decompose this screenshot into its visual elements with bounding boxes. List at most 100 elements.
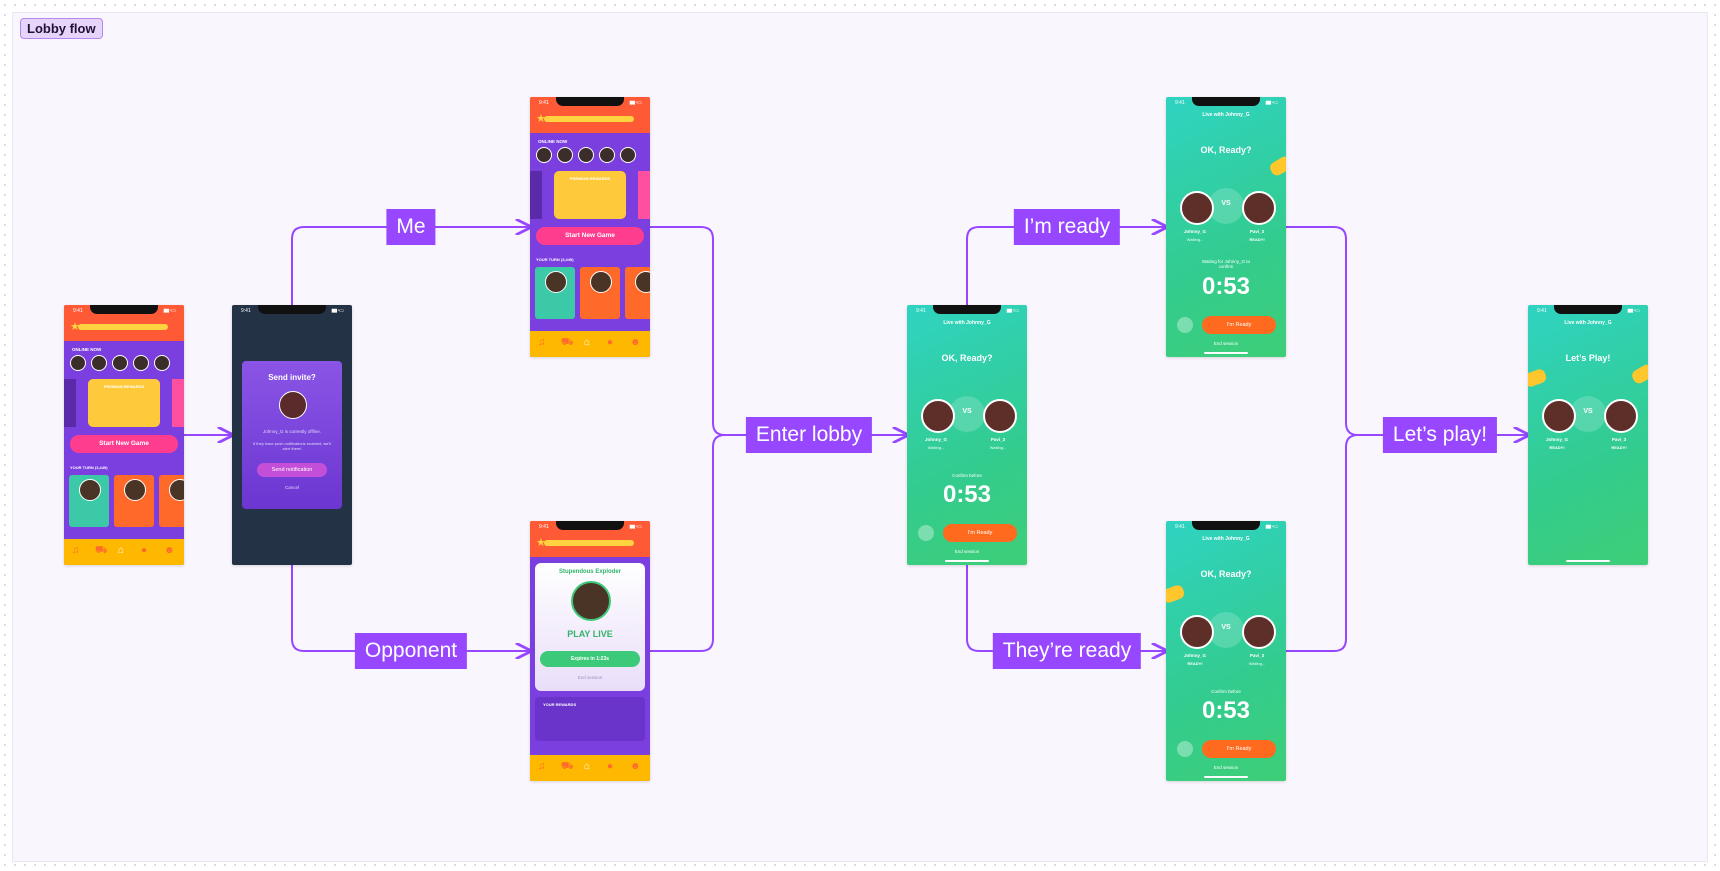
game-card[interactable] — [625, 267, 650, 319]
connector-label-im-ready[interactable]: I’m ready — [1013, 209, 1121, 245]
connector-label-enter-lobby[interactable]: Enter lobby — [745, 417, 873, 453]
promo-card[interactable] — [88, 379, 160, 427]
start-new-game-button[interactable]: Start New Game — [70, 435, 178, 453]
phone-notch — [556, 97, 624, 106]
emoji-icon[interactable] — [1177, 317, 1193, 333]
game-card[interactable] — [114, 475, 154, 527]
avatar — [545, 271, 567, 293]
ready-question: OK, Ready? — [941, 353, 993, 363]
arrow-im-ready-to-play — [1286, 226, 1528, 435]
frame-name-tag[interactable]: Lobby flow — [20, 18, 103, 39]
ok-hand-icon — [1528, 367, 1548, 389]
phone-notch — [90, 305, 158, 314]
connector-label-me[interactable]: Me — [386, 209, 436, 245]
status-bar: 9:41▮▮▮ ◔ ▭ — [1175, 100, 1278, 106]
profile-icon[interactable]: ☻ — [164, 545, 175, 556]
avatar — [124, 479, 146, 501]
online-now-heading: ONLINE NOW — [72, 347, 102, 352]
star-icon: ★ — [536, 537, 546, 549]
confirm-before-text: Confirm before — [952, 473, 982, 478]
music-icon[interactable]: ♫ — [538, 761, 546, 772]
promo-title: PREMIUM REWARDS — [569, 176, 611, 181]
phone-lets-play[interactable]: 9:41▮▮▮ ◔ ▭ Live with Johnny_G Let’s Pla… — [1528, 305, 1648, 565]
avatar — [279, 391, 307, 419]
status-bar: 9:41▮▮▮ ◔ ▭ — [73, 308, 176, 314]
phone-send-invite[interactable]: 9:41▮▮▮ ◔ ▭ Send invite? Johnny_G is cur… — [232, 305, 352, 565]
player-two-name: Pavi_3 — [1249, 653, 1265, 658]
waiting-confirm-text: Waiting for Johnny_G to confirm — [1201, 259, 1251, 269]
phone-ready-lobby[interactable]: 9:41▮▮▮ ◔ ▭ Live with Johnny_G OK, Ready… — [907, 305, 1027, 565]
phone-lobby-me[interactable]: 9:41▮▮▮ ◔ ▭ ★ ONLINE NOW PREMIUM REWARDS… — [530, 97, 650, 357]
start-new-game-button[interactable]: Start New Game — [536, 227, 644, 245]
player-two-status: READY! — [1611, 445, 1627, 450]
phone-opponent-play-live[interactable]: 9:41▮▮▮ ◔ ▭ ★ Stupendous Exploder PLAY L… — [530, 521, 650, 781]
home-icon[interactable]: ⌂ — [118, 545, 125, 556]
vs-label: VS — [1221, 624, 1231, 631]
vs-disc — [1208, 188, 1244, 224]
status-bar: 9:41▮▮▮ ◔ ▭ — [916, 308, 1019, 314]
phone-notch — [258, 305, 326, 314]
profile-icon[interactable]: ☻ — [630, 337, 641, 348]
vs-disc — [949, 396, 985, 432]
phone-home-lobby[interactable]: 9:41▮▮▮ ◔ ▭ ★ ONLINE NOW PREMIUM REWARDS… — [64, 305, 184, 565]
expires-button[interactable]: Expires in 1:23s — [540, 651, 640, 667]
avatar — [620, 147, 636, 163]
tab-bar: ♫ ⛟ ⌂ ● ☻ — [530, 331, 650, 357]
shop-icon[interactable]: ⛟ — [561, 337, 574, 348]
emoji-icon[interactable] — [918, 525, 934, 541]
game-card[interactable] — [159, 475, 184, 527]
xp-progress-bar — [544, 116, 634, 122]
end-session-link[interactable]: End session — [1213, 765, 1239, 770]
end-session-link[interactable]: End session — [954, 549, 980, 554]
player-one-name: Johnny_G — [1183, 229, 1206, 234]
connector-label-opponent[interactable]: Opponent — [354, 633, 468, 669]
star-icon: ★ — [536, 113, 546, 125]
phone-notch — [933, 305, 1001, 314]
shop-icon[interactable]: ⛟ — [561, 761, 574, 772]
avatar — [70, 355, 86, 371]
player-one-avatar — [1542, 399, 1576, 433]
connector-label-lets-play[interactable]: Let’s play! — [1382, 417, 1498, 453]
avatar — [169, 479, 184, 501]
phone-theyre-ready[interactable]: 9:41▮▮▮ ◔ ▭ Live with Johnny_G OK, Ready… — [1166, 521, 1286, 781]
live-with-heading: Live with Johnny_G — [1202, 112, 1250, 118]
rewards-heading: YOUR REWARDS — [543, 702, 577, 707]
status-bar: 9:41▮▮▮ ◔ ▭ — [539, 524, 642, 530]
live-with-heading: Live with Johnny_G — [943, 320, 991, 326]
avatar — [599, 147, 615, 163]
music-icon[interactable]: ♫ — [538, 337, 546, 348]
im-ready-button[interactable]: I’m Ready — [1202, 316, 1276, 334]
game-card[interactable] — [69, 475, 109, 527]
status-bar: 9:41▮▮▮ ◔ ▭ — [1175, 524, 1278, 530]
ready-question: OK, Ready? — [1200, 569, 1252, 579]
vs-disc — [1208, 612, 1244, 648]
end-session-link[interactable]: End session — [577, 675, 603, 680]
connector-label-theyre-ready[interactable]: They’re ready — [992, 633, 1142, 669]
im-ready-button[interactable]: I’m Ready — [1202, 740, 1276, 758]
avatar — [590, 271, 612, 293]
avatar — [79, 479, 101, 501]
cancel-link[interactable]: Cancel — [284, 485, 299, 490]
promo-card[interactable] — [554, 171, 626, 219]
game-card[interactable] — [580, 267, 620, 319]
send-notification-button[interactable]: Send notification — [257, 463, 327, 477]
star-icon: ★ — [70, 321, 80, 333]
chat-icon[interactable]: ● — [607, 761, 614, 772]
chat-icon[interactable]: ● — [141, 545, 148, 556]
home-icon[interactable]: ⌂ — [584, 337, 591, 348]
phone-im-ready[interactable]: 9:41▮▮▮ ◔ ▭ Live with Johnny_G OK, Ready… — [1166, 97, 1286, 357]
chat-icon[interactable]: ● — [607, 337, 614, 348]
vs-label: VS — [962, 408, 972, 415]
profile-icon[interactable]: ☻ — [630, 761, 641, 772]
ok-hand-icon — [1267, 154, 1286, 178]
emoji-icon[interactable] — [1177, 741, 1193, 757]
shop-icon[interactable]: ⛟ — [95, 545, 108, 556]
end-session-link[interactable]: End session — [1213, 341, 1239, 346]
arrow-lobby-to-im-ready — [966, 227, 1166, 305]
home-icon[interactable]: ⌂ — [584, 761, 591, 772]
im-ready-button[interactable]: I’m Ready — [943, 524, 1017, 542]
game-card[interactable] — [535, 267, 575, 319]
xp-progress-bar — [78, 324, 168, 330]
music-icon[interactable]: ♫ — [72, 545, 80, 556]
